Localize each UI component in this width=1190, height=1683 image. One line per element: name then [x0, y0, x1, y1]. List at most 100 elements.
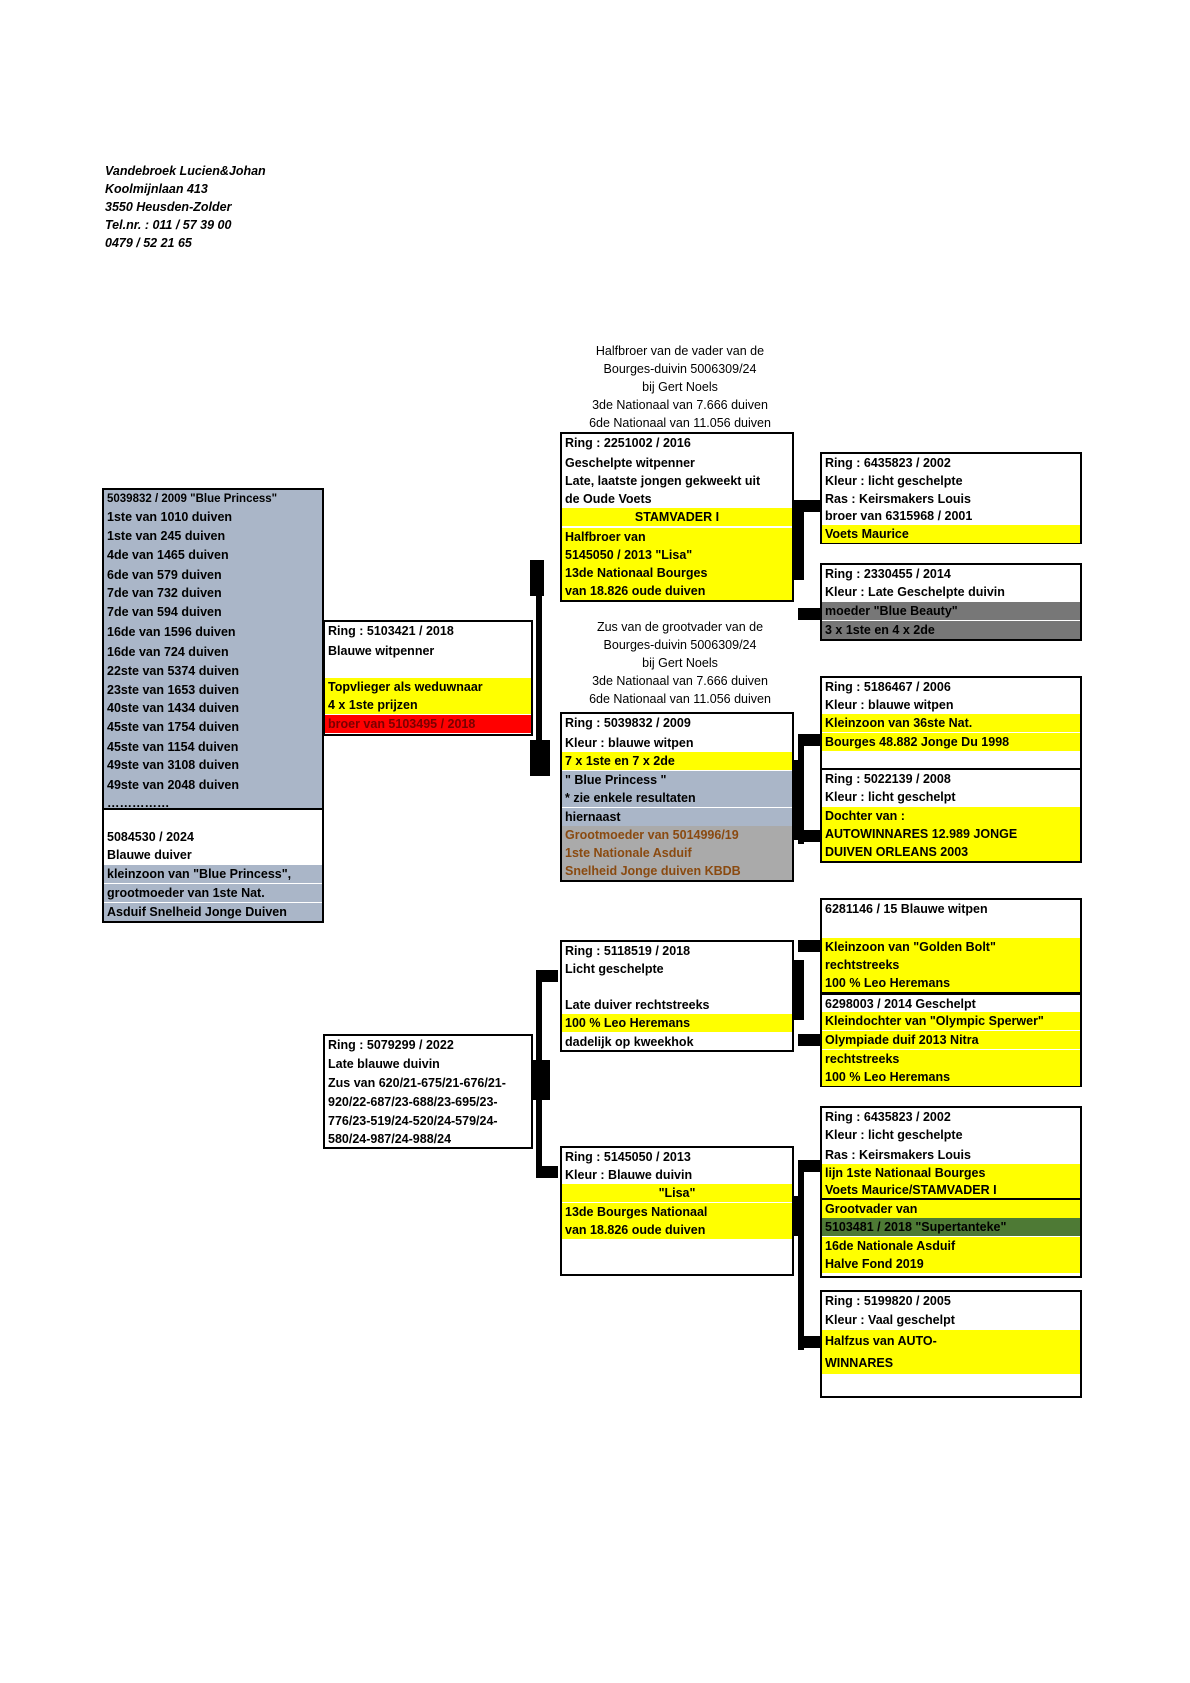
fm-line: hiernaast	[562, 808, 792, 826]
g3-box: Ring : 5186467 / 2006 Kleur : blauwe wit…	[820, 676, 1082, 770]
connector-bar	[798, 608, 820, 620]
mf-line: Late duiver rechtstreeks	[565, 998, 710, 1012]
g3-line: Kleinzoon van 36ste Nat.	[822, 714, 1080, 732]
g3-line: Kleur : blauwe witpen	[825, 698, 954, 712]
connector-bar	[798, 734, 820, 746]
g4-line: Kleur : licht geschelpt	[825, 790, 956, 804]
note-line: Halfbroer van de vader van de	[595, 344, 765, 358]
result-line: ……………	[104, 794, 322, 812]
mother-line: 776/23-519/24-520/24-579/24-	[328, 1114, 498, 1128]
g7b-line: 16de Nationale Asduif	[822, 1237, 1080, 1255]
ff-ring: Ring : 2251002 / 2016	[565, 436, 691, 450]
connector-bar	[536, 560, 542, 776]
mother-line: Zus van 620/21-675/21-676/21-	[328, 1076, 506, 1090]
connector-bar	[530, 740, 550, 776]
ff-line: Late, laatste jongen gekweekt uit	[565, 474, 761, 488]
father-note: 4 x 1ste prijzen	[325, 696, 531, 714]
g7b-line: 5103481 / 2018 "Supertanteke"	[822, 1218, 1080, 1236]
father-color: Blauwe witpenner	[328, 644, 435, 658]
ff-line: de Oude Voets	[565, 492, 652, 506]
g7-line: Voets Maurice/STAMVADER I	[822, 1181, 1080, 1199]
g4-ring: Ring : 5022139 / 2008	[825, 772, 951, 786]
father-note: Topvlieger als weduwnaar	[325, 678, 531, 696]
father-ring: Ring : 5103421 / 2018	[328, 624, 454, 638]
owner-name: Vandebroek Lucien&Johan	[105, 164, 266, 178]
result-line: 45ste van 1154 duiven	[104, 738, 322, 756]
result-line: 22ste van 5374 duiven	[104, 662, 322, 680]
father-box: Ring : 5103421 / 2018 Blauwe witpenner T…	[323, 620, 533, 736]
g2-line: Kleur : Late Geschelpte duivin	[825, 585, 1005, 599]
result-line: 1ste van 245 duiven	[104, 527, 322, 545]
g8-line: Halfzus van AUTO-	[822, 1330, 1080, 1352]
connector-bar	[798, 1336, 820, 1348]
g1-line: broer van 6315968 / 2001	[825, 509, 973, 523]
g7-line: lijn 1ste Nationaal Bourges	[822, 1164, 1080, 1182]
note-line: 6de Nationaal van 11.056 duiven	[589, 692, 771, 706]
result-line: 49ste van 3108 duiven	[104, 756, 322, 774]
result-line: 49ste van 2048 duiven	[104, 776, 322, 794]
g2-ring: Ring : 2330455 / 2014	[825, 567, 951, 581]
result-line: 7de van 732 duiven	[104, 584, 322, 602]
connector-bar	[798, 1034, 820, 1046]
connector-bar	[798, 1160, 820, 1172]
note-line: Zus van de grootvader van de	[596, 620, 764, 634]
connector-bar	[798, 1160, 804, 1350]
connector-bar	[536, 970, 558, 982]
result-line: 6de van 579 duiven	[104, 566, 322, 584]
fm-line: Kleur : blauwe witpen	[565, 736, 694, 750]
note-line: bij Gert Noels	[642, 380, 718, 394]
note-line: Bourges-duivin 5006309/24	[603, 638, 757, 652]
g6-line: Olympiade duif 2013 Nitra	[822, 1031, 1080, 1049]
subject-note: kleinzoon van "Blue Princess",	[104, 865, 322, 883]
mother-box: Ring : 5079299 / 2022 Late blauwe duivin…	[323, 1034, 533, 1149]
connector-bar	[536, 1166, 558, 1178]
note-line: 3de Nationaal van 7.666 duiven	[592, 398, 768, 412]
g3-line: Bourges 48.882 Jonge Du 1998	[822, 733, 1080, 751]
g8-ring: Ring : 5199820 / 2005	[825, 1294, 951, 1308]
g8-line: Kleur : Vaal geschelpt	[825, 1313, 955, 1327]
owner-mobile: 0479 / 52 21 65	[105, 236, 192, 250]
g6-box: 6298003 / 2014 Geschelpt Kleindochter va…	[820, 993, 1082, 1087]
ff-line: Geschelpte witpenner	[565, 456, 695, 470]
subject-box: 5084530 / 2024 Blauwe duiver kleinzoon v…	[102, 808, 324, 923]
note-line: 6de Nationaal van 11.056 duiven	[589, 416, 771, 430]
subject-color: Blauwe duiver	[107, 848, 192, 862]
fm-line: 1ste Nationale Asduif	[562, 844, 792, 862]
fm-box: Ring : 5039832 / 2009 Kleur : blauwe wit…	[560, 712, 794, 882]
fm-line: 7 x 1ste en 7 x 2de	[562, 752, 792, 770]
g6-ring: 6298003 / 2014 Geschelpt	[825, 997, 976, 1011]
g5-ring: 6281146 / 15 Blauwe witpen	[825, 902, 988, 916]
mm-line: "Lisa"	[562, 1184, 792, 1202]
g5-box: 6281146 / 15 Blauwe witpen Kleinzoon van…	[820, 898, 1082, 994]
g4-line: DUIVEN ORLEANS 2003	[822, 843, 1080, 861]
g1-ring: Ring : 6435823 / 2002	[825, 456, 951, 470]
result-line: 45ste van 1754 duiven	[104, 718, 322, 736]
g7-box: Ring : 6435823 / 2002 Kleur : licht gesc…	[820, 1106, 1082, 1200]
ff-stamvader: STAMVADER I	[562, 508, 792, 526]
result-line: 16de van 1596 duiven	[104, 623, 322, 641]
g3-ring: Ring : 5186467 / 2006	[825, 680, 951, 694]
mm-line: 13de Bourges Nationaal	[562, 1203, 792, 1221]
note-fm: Zus van de grootvader van de Bourges-dui…	[565, 618, 795, 708]
note-line: 3de Nationaal van 7.666 duiven	[592, 674, 768, 688]
result-line: 16de van 724 duiven	[104, 643, 322, 661]
mother-color: Late blauwe duivin	[328, 1057, 440, 1071]
owner-city: 3550 Heusden-Zolder	[105, 200, 232, 214]
g8-line: WINNARES	[822, 1352, 1080, 1374]
ff-box: Ring : 2251002 / 2016 Geschelpte witpenn…	[560, 432, 794, 602]
g7-ring: Ring : 6435823 / 2002	[825, 1110, 951, 1124]
result-line: 1ste van 1010 duiven	[104, 508, 322, 526]
fm-line: Snelheid Jonge duiven KBDB	[562, 862, 792, 880]
g7b-line: Halve Fond 2019	[822, 1255, 1080, 1273]
connector-bar	[798, 500, 820, 512]
note-line: Bourges-duivin 5006309/24	[603, 362, 757, 376]
mf-line: Licht geschelpte	[565, 962, 664, 976]
owner-tel: Tel.nr. : 011 / 57 39 00	[105, 218, 232, 232]
connector-bar	[798, 940, 820, 952]
ff-line: 5145050 / 2013 "Lisa"	[562, 546, 792, 564]
ff-line: Halfbroer van	[562, 528, 792, 546]
g2-box: Ring : 2330455 / 2014 Kleur : Late Gesch…	[820, 563, 1082, 641]
g6-line: 100 % Leo Heremans	[822, 1068, 1080, 1086]
fm-line: Grootmoeder van 5014996/19	[562, 826, 792, 844]
g1-line: Kleur : licht geschelpte	[825, 474, 963, 488]
